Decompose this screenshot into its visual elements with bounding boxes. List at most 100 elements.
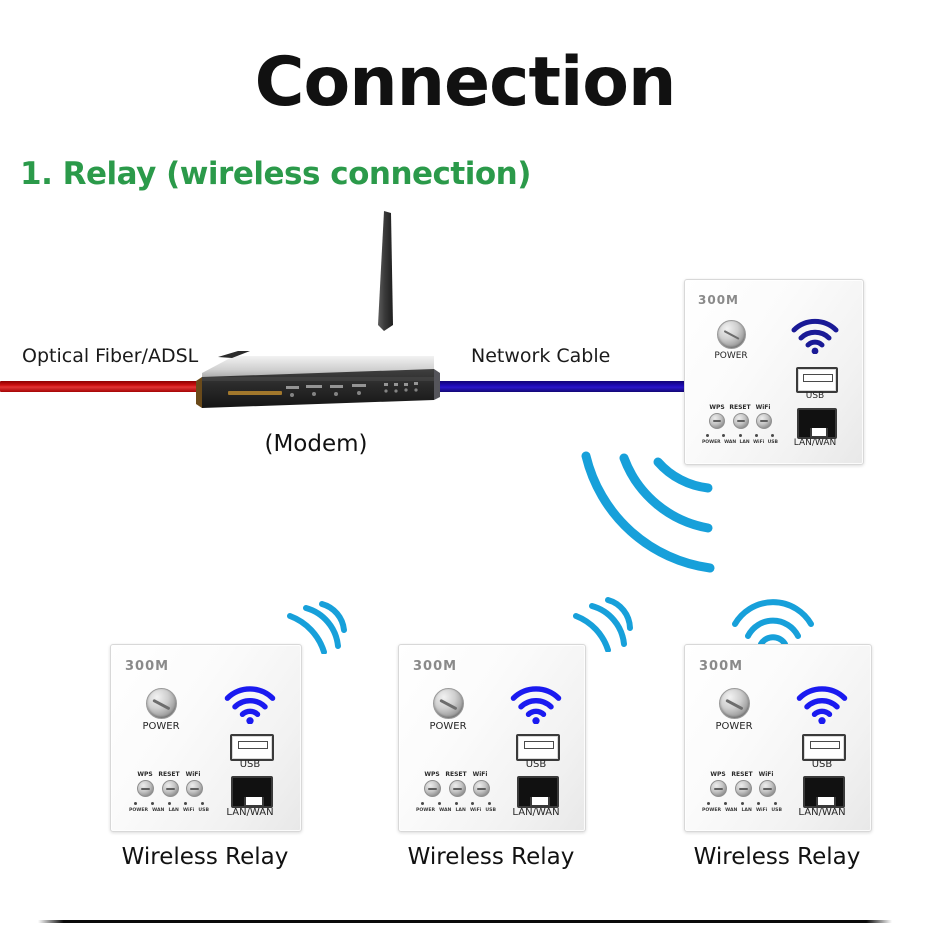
led-label: WAN xyxy=(439,808,452,813)
wireless-relay-socket-3[interactable]: 300M POWER USB LAN/WAN WPS RESET WiFi xyxy=(684,644,872,832)
optical-fiber-label: Optical Fiber/ADSL xyxy=(22,345,199,367)
led-label: USB xyxy=(767,440,778,445)
wireless-relay-socket-1[interactable]: 300M POWER USB LAN/WAN WPS RESET WiFi xyxy=(110,644,302,832)
wps-button-label: WPS xyxy=(424,771,440,778)
usb-label: USB xyxy=(805,391,825,401)
optical-fiber-cable xyxy=(0,381,236,392)
lan-wan-label: LAN/WAN xyxy=(798,807,846,818)
led-label-row: POWER WAN LAN WiFi USB xyxy=(702,440,778,445)
led-label: USB xyxy=(485,808,496,813)
led-label: POWER xyxy=(129,808,149,813)
wps-button-label: WPS xyxy=(137,771,153,778)
section-title: 1. Relay (wireless connection) xyxy=(20,156,531,192)
led-indicator-row xyxy=(421,802,491,805)
wps-button[interactable] xyxy=(424,780,441,797)
led-label-row: POWER WAN LAN WiFi USB xyxy=(416,808,496,813)
led-label: USB xyxy=(771,808,782,813)
usb-label: USB xyxy=(525,759,547,770)
wifi-button-label: WiFi xyxy=(758,771,774,778)
wps-button[interactable] xyxy=(709,413,725,429)
footer-divider xyxy=(38,920,892,923)
wifi-icon xyxy=(795,681,849,724)
modem-router xyxy=(188,205,444,421)
network-cable-label: Network Cable xyxy=(471,345,611,367)
speed-label: 300M xyxy=(699,659,744,674)
reset-button[interactable] xyxy=(162,780,179,797)
power-label: POWER xyxy=(429,721,467,732)
wifi-button-label: WiFi xyxy=(755,404,771,411)
power-knob[interactable] xyxy=(717,320,746,349)
power-label: POWER xyxy=(715,721,753,732)
wifi-button-label: WiFi xyxy=(472,771,488,778)
relay-caption-2: Wireless Relay xyxy=(407,844,575,870)
led-label: LAN xyxy=(455,808,466,813)
led-label: LAN xyxy=(739,440,750,445)
modem-caption: (Modem) xyxy=(264,431,368,457)
wifi-button[interactable] xyxy=(756,413,772,429)
network-cable xyxy=(425,381,690,392)
speed-label: 300M xyxy=(413,659,458,674)
relay-caption-1: Wireless Relay xyxy=(121,844,289,870)
led-label: WiFi xyxy=(182,808,195,813)
lan-wan-label: LAN/WAN xyxy=(512,807,560,818)
wifi-icon xyxy=(223,681,277,724)
wifi-button-label: WiFi xyxy=(185,771,201,778)
usb-port[interactable] xyxy=(516,734,560,761)
page-title: Connection xyxy=(254,43,677,122)
led-label: USB xyxy=(198,808,209,813)
power-label: POWER xyxy=(714,351,748,361)
led-indicator-row xyxy=(706,434,774,437)
power-knob[interactable] xyxy=(719,688,750,719)
led-label: WAN xyxy=(725,808,738,813)
lan-wan-port[interactable] xyxy=(517,776,559,808)
wifi-button[interactable] xyxy=(759,780,776,797)
lan-wan-port[interactable] xyxy=(797,408,837,439)
led-label: POWER xyxy=(702,808,722,813)
wps-button-label: WPS xyxy=(709,404,725,411)
usb-label: USB xyxy=(811,759,833,770)
main-access-point-socket[interactable]: 300M POWER USB LAN/WAN WPS RESET WiFi xyxy=(684,279,864,465)
reset-button-label: RESET xyxy=(731,771,753,778)
wifi-signal-arcs-relay-3 xyxy=(730,594,816,644)
usb-port[interactable] xyxy=(796,367,838,393)
led-label: POWER xyxy=(416,808,436,813)
usb-port[interactable] xyxy=(802,734,846,761)
reset-button[interactable] xyxy=(733,413,749,429)
wifi-icon xyxy=(509,681,563,724)
lan-wan-port[interactable] xyxy=(231,776,273,808)
lan-wan-label: LAN/WAN xyxy=(226,807,274,818)
led-label: WAN xyxy=(152,808,165,813)
wps-button[interactable] xyxy=(137,780,154,797)
usb-port[interactable] xyxy=(230,734,274,761)
led-label: WiFi xyxy=(755,808,768,813)
led-label: WAN xyxy=(724,440,737,445)
led-label-row: POWER WAN LAN WiFi USB xyxy=(702,808,782,813)
usb-label: USB xyxy=(239,759,261,770)
power-knob[interactable] xyxy=(433,688,464,719)
led-label: WiFi xyxy=(469,808,482,813)
wifi-button[interactable] xyxy=(473,780,490,797)
wps-button[interactable] xyxy=(710,780,727,797)
led-label-row: POWER WAN LAN WiFi USB xyxy=(129,808,209,813)
led-indicator-row xyxy=(134,802,204,805)
reset-button[interactable] xyxy=(735,780,752,797)
led-label: WiFi xyxy=(753,440,765,445)
reset-button[interactable] xyxy=(449,780,466,797)
power-knob[interactable] xyxy=(146,688,177,719)
speed-label: 300M xyxy=(125,659,170,674)
wifi-signal-arcs-main xyxy=(560,440,750,590)
led-label: POWER xyxy=(702,440,721,445)
wireless-relay-socket-2[interactable]: 300M POWER USB LAN/WAN WPS RESET WiFi xyxy=(398,644,586,832)
reset-button-label: RESET xyxy=(729,404,751,411)
led-indicator-row xyxy=(707,802,777,805)
lan-wan-label: LAN/WAN xyxy=(793,438,837,448)
reset-button-label: RESET xyxy=(445,771,467,778)
power-label: POWER xyxy=(142,721,180,732)
speed-label: 300M xyxy=(698,293,739,307)
led-label: LAN xyxy=(168,808,179,813)
wifi-signal-arcs-relay-2 xyxy=(568,592,638,652)
lan-wan-port[interactable] xyxy=(803,776,845,808)
wps-button-label: WPS xyxy=(710,771,726,778)
wifi-button[interactable] xyxy=(186,780,203,797)
